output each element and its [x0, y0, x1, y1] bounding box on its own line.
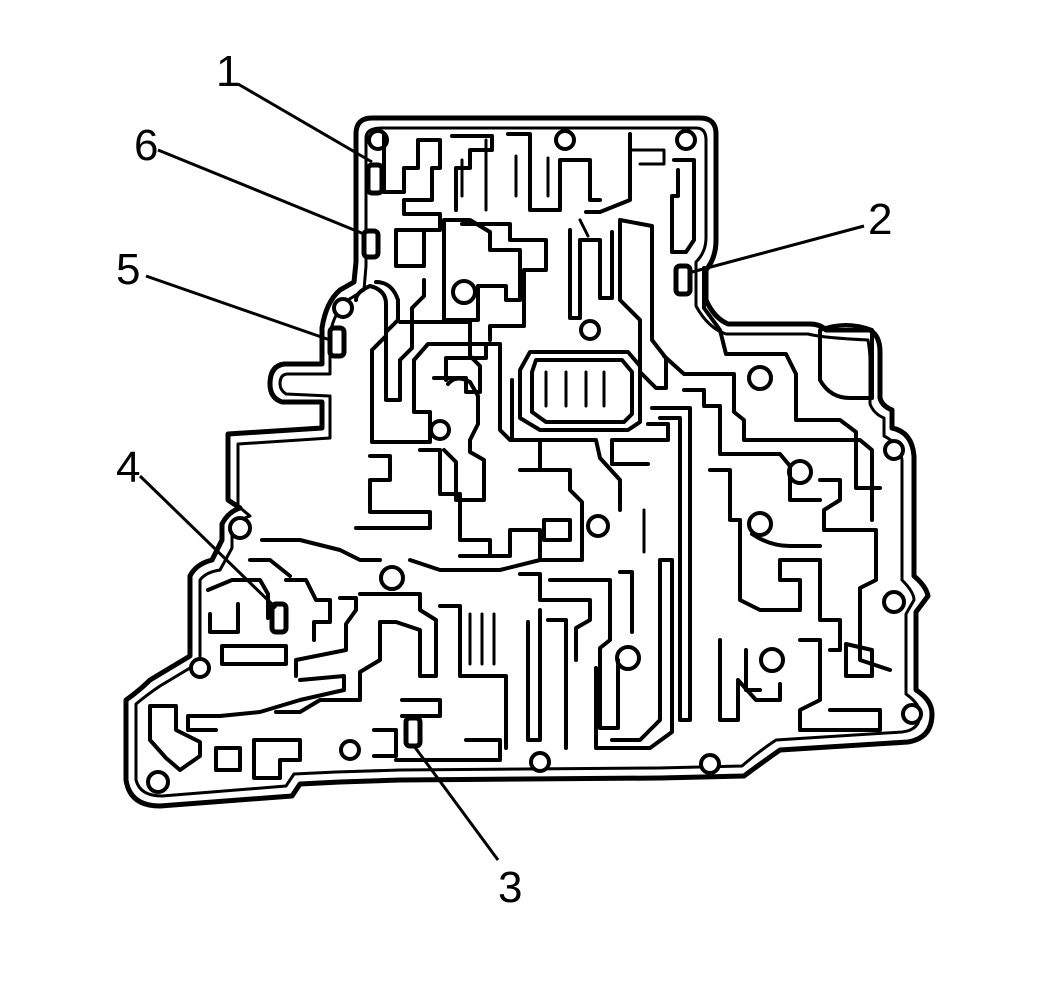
- leader-line-4: [138, 474, 278, 610]
- bolt-hole: [882, 590, 906, 614]
- bolt-hole: [451, 279, 477, 305]
- bolt-hole: [429, 419, 451, 441]
- bolt-hole: [747, 511, 773, 537]
- check-ball-seats: [269, 162, 693, 749]
- callout-1: 1: [216, 47, 240, 96]
- bolt-hole: [759, 647, 785, 673]
- bolt-hole: [529, 751, 551, 773]
- bolt-hole: [579, 319, 601, 341]
- bolt-hole: [339, 739, 361, 761]
- fluid-passages: [148, 132, 892, 780]
- callout-6: 6: [134, 121, 158, 170]
- leader-line-5: [145, 274, 331, 342]
- bolt-hole: [883, 439, 905, 461]
- bolt-hole: [675, 129, 697, 151]
- callout-2: 2: [868, 195, 892, 244]
- leader-line-2: [691, 224, 865, 274]
- check-ball-seat-4: [269, 601, 289, 635]
- bolt-hole: [228, 516, 252, 540]
- bolt-hole: [332, 297, 354, 319]
- bolt-hole: [901, 703, 923, 725]
- callout-4: 4: [116, 443, 140, 492]
- bolt-hole: [615, 645, 641, 671]
- bolt-hole: [189, 657, 211, 679]
- check-ball-seat-3: [403, 715, 423, 749]
- bolt-hole: [146, 770, 170, 794]
- plate-outline: [123, 115, 935, 809]
- callout-3: 3: [498, 863, 522, 912]
- callout-numbers: 1 2 3 4 5 6: [116, 47, 892, 912]
- leader-lines: [138, 82, 865, 861]
- bolt-hole: [379, 565, 405, 591]
- bolt-hole: [699, 753, 721, 775]
- bolt-hole: [554, 129, 576, 151]
- leader-line-3: [412, 745, 500, 861]
- bolt-hole: [747, 365, 773, 391]
- check-ball-seat-1: [365, 162, 385, 196]
- bolt-hole: [586, 514, 610, 538]
- bolt-hole: [787, 459, 813, 485]
- check-ball-seat-2: [673, 263, 693, 297]
- bolt-holes: [146, 129, 923, 794]
- leader-line-1: [237, 82, 373, 164]
- check-ball-seat-6: [361, 228, 381, 260]
- callout-5: 5: [116, 245, 140, 294]
- leader-line-6: [157, 148, 365, 236]
- check-ball-seat-5: [327, 325, 347, 359]
